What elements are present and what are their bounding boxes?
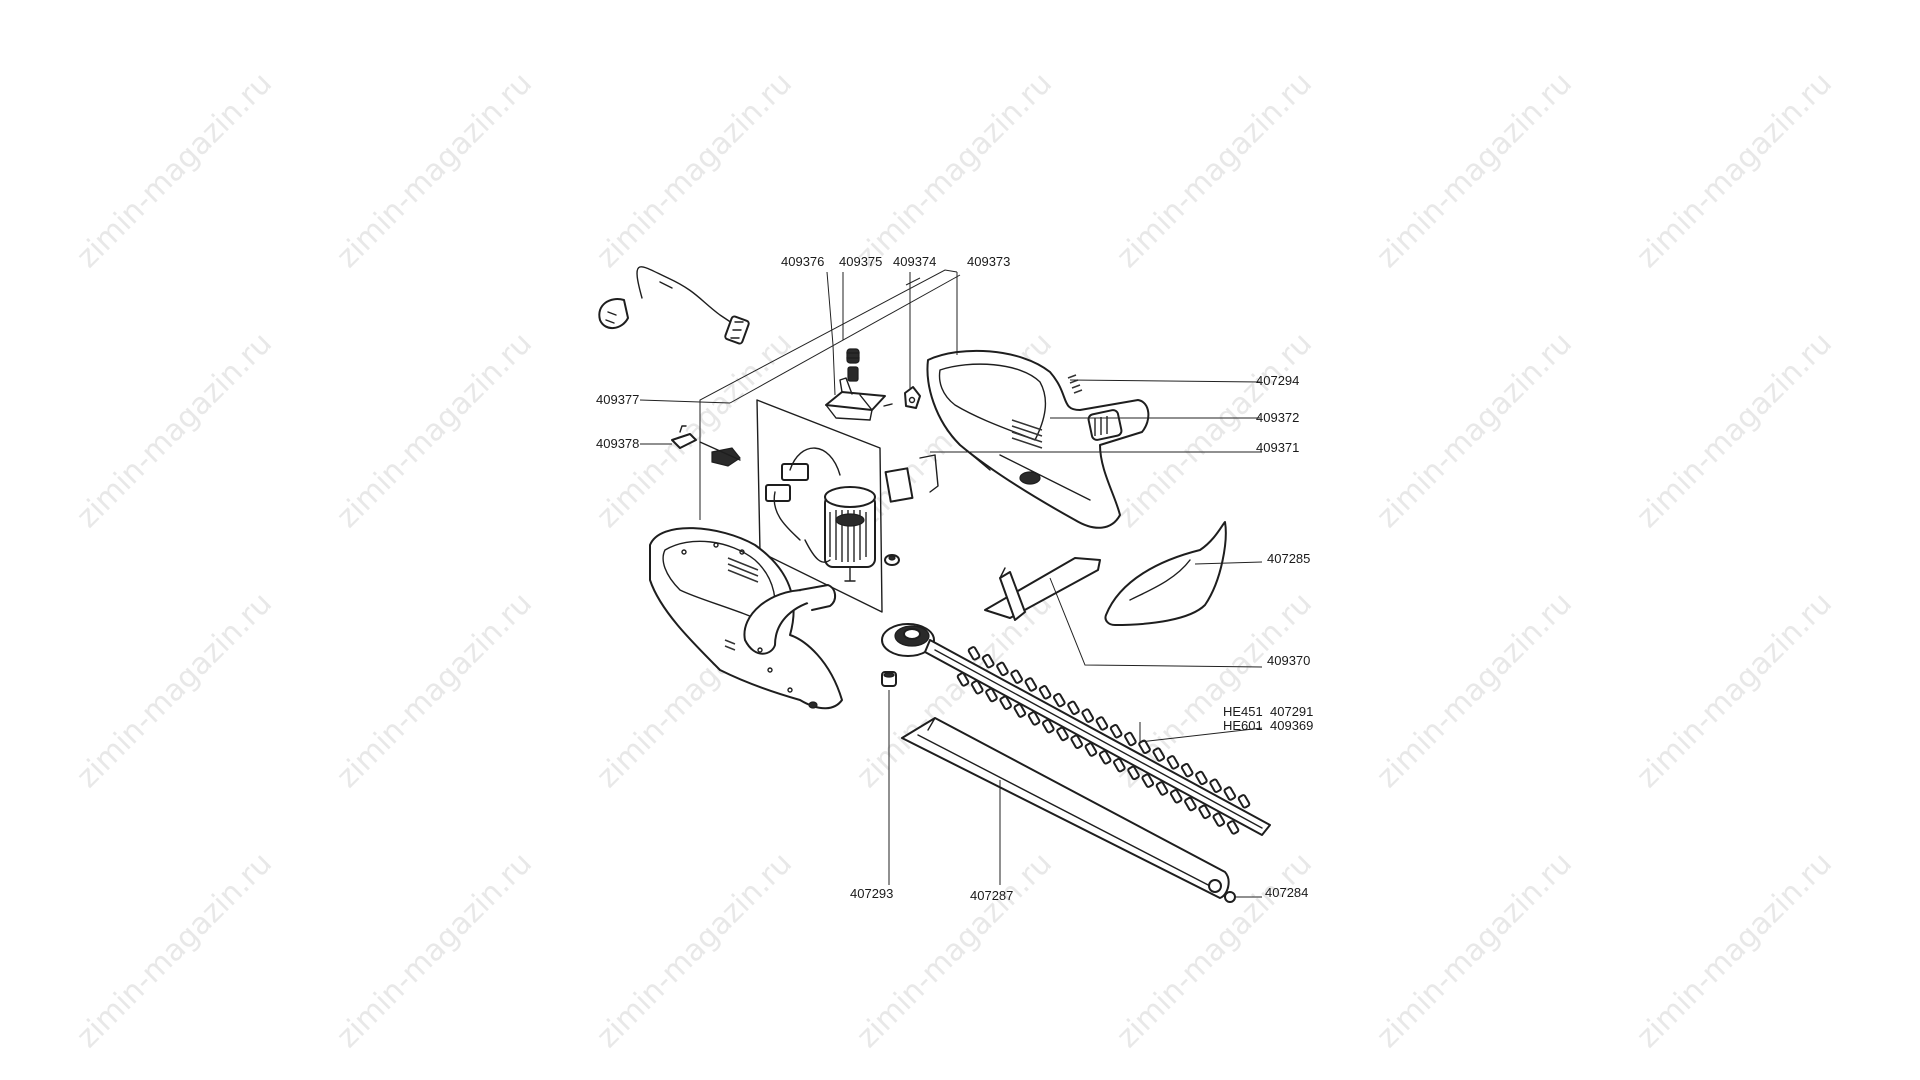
label-409376: 409376 [781,254,824,269]
label-407293: 407293 [850,886,893,901]
blade-tooth [967,646,981,661]
blade-guard-drawing [901,717,1236,903]
blade-tooth [1195,770,1208,786]
blade-tooth [1038,685,1052,700]
blade-tooth [1184,796,1197,812]
label-409375: 409375 [839,254,882,269]
label-407284: 407284 [1265,885,1308,900]
blade-tooth [1237,794,1251,809]
label-407285: 407285 [1267,551,1310,566]
label-409369: 409369 [1270,718,1313,733]
blade-tooth [1113,757,1126,773]
label-407287: 407287 [970,888,1013,903]
blade-tooth [1095,716,1109,731]
blade-tooth [1127,765,1140,781]
blade-tooth [1041,718,1055,734]
blade-tooth [996,661,1009,677]
blade-tooth [1052,692,1066,708]
blade-tooth [1084,742,1098,757]
blade-tooth [1152,747,1166,762]
blade-tooth [1027,711,1041,726]
label-407294: 407294 [1256,373,1299,388]
leader-lines [639,269,1263,898]
label-409372: 409372 [1256,410,1299,425]
label-409373: 409373 [967,254,1010,269]
blade-tooth [1141,773,1155,788]
blade-tooth [1169,789,1183,804]
power-cord-drawing [598,266,750,345]
blade-tooth [1209,778,1222,793]
blade-tooth [999,695,1012,711]
label-he451: HE451 [1223,704,1263,719]
right-housing-drawing [884,349,1150,529]
blade-tooth [1212,812,1226,827]
blade-tooth [1198,804,1211,820]
blade-tooth [1166,755,1180,770]
blade-tooth [1098,750,1112,765]
blade-tooth [1013,703,1027,718]
part-labels: 409376 409375 409374 409373 409377 40937… [596,254,1313,903]
blade-tooth [1226,820,1240,835]
blade-tooth [985,687,998,703]
blade-tooth [1067,700,1080,716]
blade-tooth [981,653,995,669]
blade-tooth [1124,731,1137,747]
label-409371: 409371 [1256,440,1299,455]
label-he601: HE601 [1223,718,1263,733]
label-409374: 409374 [893,254,936,269]
small-parts-drawing [671,425,741,467]
blade-tooth [1010,669,1023,684]
blade-tooth [970,680,984,695]
blade-tooth [1109,724,1123,739]
motor-assembly-drawing [756,399,900,613]
blade-tooth [1056,726,1069,742]
blade-tooth [1024,677,1038,692]
blade-tooth [956,672,970,687]
blade-tooth [1070,734,1084,749]
label-409377: 409377 [596,392,639,407]
switch-parts-drawing [825,348,921,421]
left-housing-drawing [649,527,843,710]
hand-guard-drawing [1104,521,1227,626]
blade-tooth [1223,786,1237,801]
blade-tooth [1081,708,1095,723]
label-409378: 409378 [596,436,639,451]
gear-cover-drawing [984,557,1101,621]
blade-tooth [1155,781,1169,796]
blade-drawing [881,623,1271,836]
blade-tooth [1180,762,1194,778]
label-409370: 409370 [1267,653,1310,668]
label-407291: 407291 [1270,704,1313,719]
